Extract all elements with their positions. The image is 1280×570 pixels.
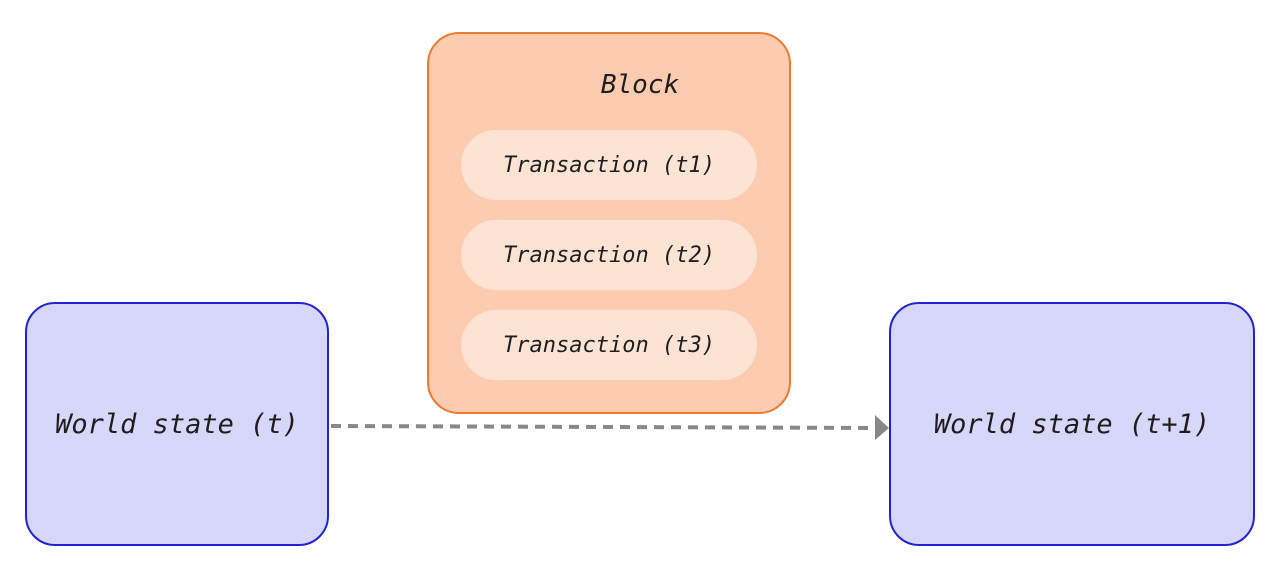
block-title: Block [600,70,680,100]
transaction-t1: Transaction (t1) [461,130,757,200]
world-state-before: World state (t) [25,302,329,546]
transition-arrow-line [330,424,878,430]
transaction-t2: Transaction (t2) [461,220,757,290]
arrow-head-icon [875,415,889,440]
transaction-t3: Transaction (t3) [461,310,757,380]
world-state-after: World state (t+1) [889,302,1255,546]
